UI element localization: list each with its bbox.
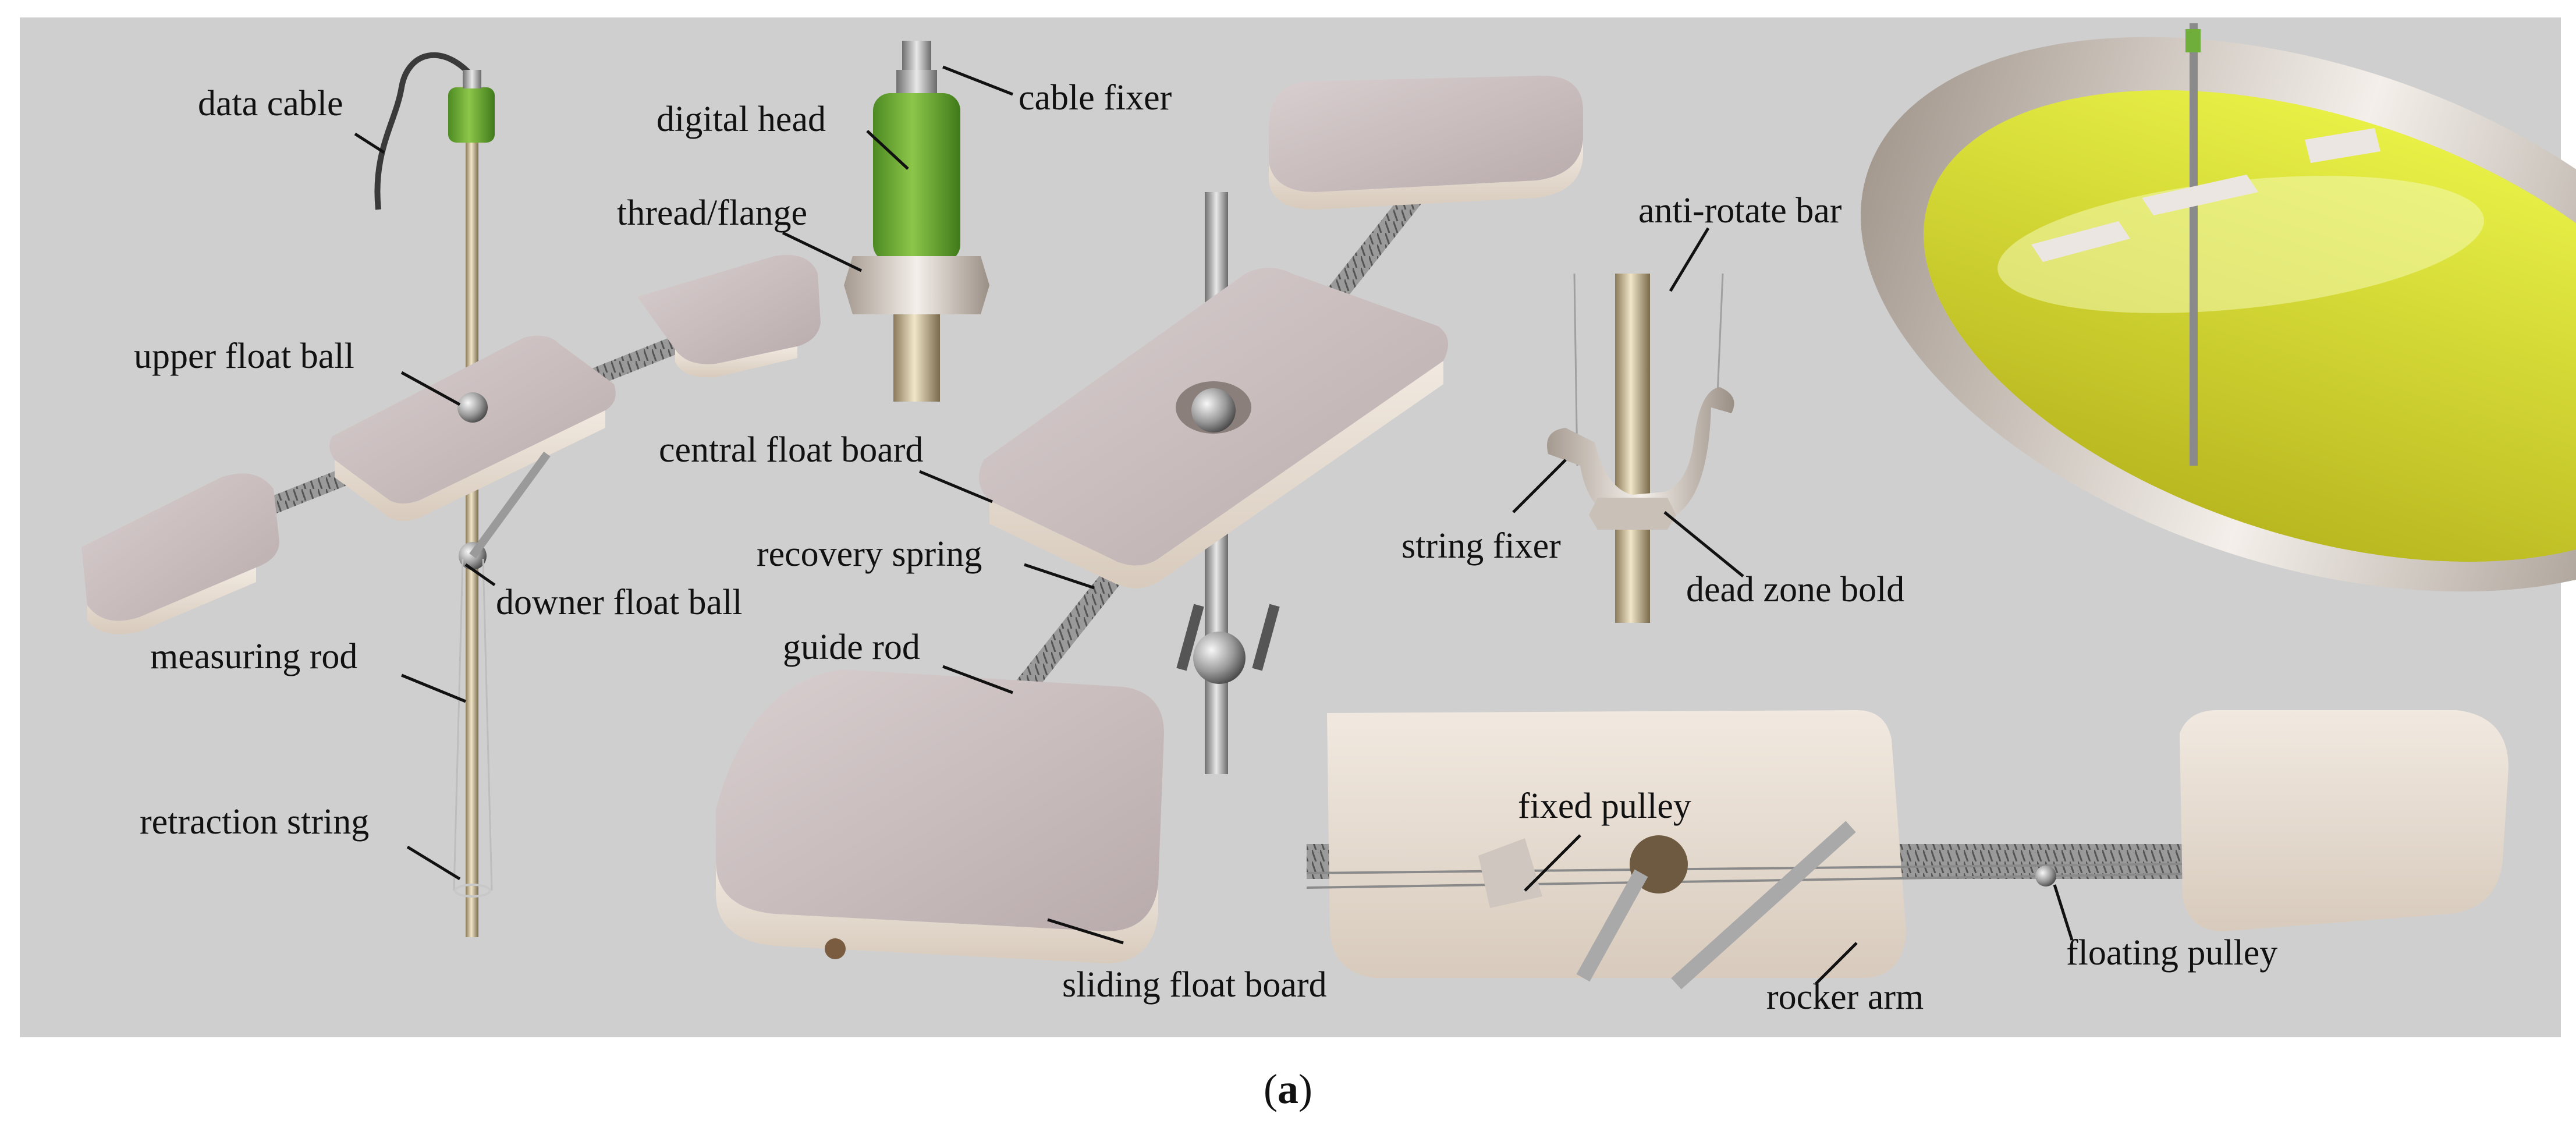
label-cable-fixer: cable fixer	[1019, 78, 1172, 118]
leader-fixed-pulley	[1524, 834, 1581, 892]
label-string-fixer: string fixer	[1401, 526, 1561, 566]
left-string-anchor	[454, 884, 491, 898]
digital-head-detail-illustration	[844, 41, 989, 402]
left-upper-float-ball-shape	[457, 392, 488, 423]
leader-guide-rod	[942, 665, 1013, 694]
center-bottom-sliding-board-edge	[716, 861, 1158, 963]
label-central-float-board: central float board	[659, 430, 923, 470]
left-sliding-board-1	[81, 473, 279, 621]
left-sliding-board-1-edge	[87, 568, 256, 634]
leader-thread-flange	[782, 231, 863, 272]
left-cable-fixer-shape	[463, 70, 481, 88]
label-anti-rotate-bar: anti-rotate bar	[1638, 191, 1842, 231]
left-string-2	[482, 558, 493, 891]
label-upper-float-ball: upper float ball	[134, 336, 354, 376]
cable-fixer-nut	[896, 70, 937, 93]
floating-pulley-shape	[2035, 866, 2056, 887]
label-dead-zone-bold: dead zone bold	[1686, 570, 1904, 609]
center-top-sliding-board-edge	[1269, 140, 1583, 210]
label-fixed-pulley: fixed pulley	[1518, 786, 1691, 826]
label-thread-flange: thread/flange	[617, 193, 807, 233]
center-rocker-left	[1176, 604, 1204, 671]
string-fixer-clip-shape	[1547, 387, 1734, 521]
leader-upper-float-ball	[400, 371, 461, 406]
center-downer-float-ball	[1193, 632, 1246, 684]
leader-digital-head	[866, 130, 909, 170]
left-digital-head-shape	[448, 87, 495, 143]
leader-central-float-board	[919, 470, 993, 504]
measuring-rod-shape	[466, 140, 478, 937]
leader-retraction-string	[406, 845, 461, 881]
tank-board-center	[2142, 175, 2258, 215]
leader-sliding-float-board	[1047, 918, 1124, 945]
anti-rotate-rod-shape	[1615, 274, 1650, 623]
label-retraction-string: retraction string	[140, 802, 369, 842]
left-sliding-board-2	[637, 255, 821, 364]
leader-lines	[354, 65, 2074, 985]
oil-tank-illustration	[1861, 23, 2576, 592]
pulley-central-board	[1327, 710, 1906, 978]
label-downer-float-ball: downer float ball	[496, 583, 743, 622]
left-string-1	[453, 558, 464, 891]
tank-board-left	[2031, 221, 2130, 262]
leader-rocker-arm	[1815, 942, 1858, 985]
label-recovery-spring: recovery spring	[757, 534, 982, 574]
leader-anti-rotate-bar	[1669, 227, 1710, 292]
pulley-rocker-right	[1671, 821, 1856, 990]
left-rocker-arm	[469, 451, 551, 559]
figure-caption: (a)	[1264, 1066, 1312, 1112]
center-upper-float-ball	[1191, 388, 1236, 432]
left-sliding-board-2-edge	[675, 346, 797, 378]
leader-measuring-rod	[401, 673, 466, 703]
pulley-sliding-board	[2180, 710, 2508, 931]
tank-measuring-rod	[2190, 23, 2198, 466]
pulley-detail-illustration	[1306, 710, 2508, 990]
thread-flange-shape	[844, 256, 989, 314]
label-guide-rod: guide rod	[783, 627, 920, 667]
center-bottom-sliding-board	[716, 669, 1164, 931]
part-labels: data cable digital head cable fixer thre…	[134, 78, 2277, 1017]
dead-zone-nut-shape	[1589, 498, 1676, 530]
left-assembly-illustration	[81, 52, 821, 937]
leader-downer-float-ball	[464, 563, 496, 587]
data-cable-wire	[374, 52, 477, 210]
tank-oil-surface	[1997, 176, 2484, 313]
digital-head-shape	[873, 93, 960, 262]
leader-dead-zone-bold	[1663, 511, 1744, 577]
leader-floating-pulley	[2053, 884, 2074, 941]
thread-shank-shape	[893, 314, 940, 402]
anti-rotate-detail-illustration	[1547, 273, 1734, 623]
label-sliding-float-board: sliding float board	[1062, 965, 1327, 1005]
tank-digital-head	[2185, 29, 2201, 52]
leader-recovery-spring	[1024, 563, 1095, 590]
leader-data-cable	[354, 132, 385, 154]
tank-board-right	[2305, 128, 2380, 163]
sliding-board-screw-hole	[825, 938, 846, 959]
leader-string-fixer	[1512, 459, 1567, 513]
label-digital-head: digital head	[657, 100, 826, 139]
center-rocker-right	[1252, 604, 1280, 671]
label-rocker-arm: rocker arm	[1766, 977, 1924, 1017]
label-data-cable: data cable	[198, 84, 343, 123]
center-assembly-illustration	[716, 76, 1583, 963]
string-right-detail	[1716, 273, 1724, 408]
label-floating-pulley: floating pulley	[2066, 933, 2277, 973]
label-measuring-rod: measuring rod	[150, 637, 357, 676]
leader-cable-fixer	[942, 65, 1013, 96]
center-top-sliding-board	[1269, 76, 1583, 192]
pulley-rocker-left	[1576, 869, 1648, 982]
